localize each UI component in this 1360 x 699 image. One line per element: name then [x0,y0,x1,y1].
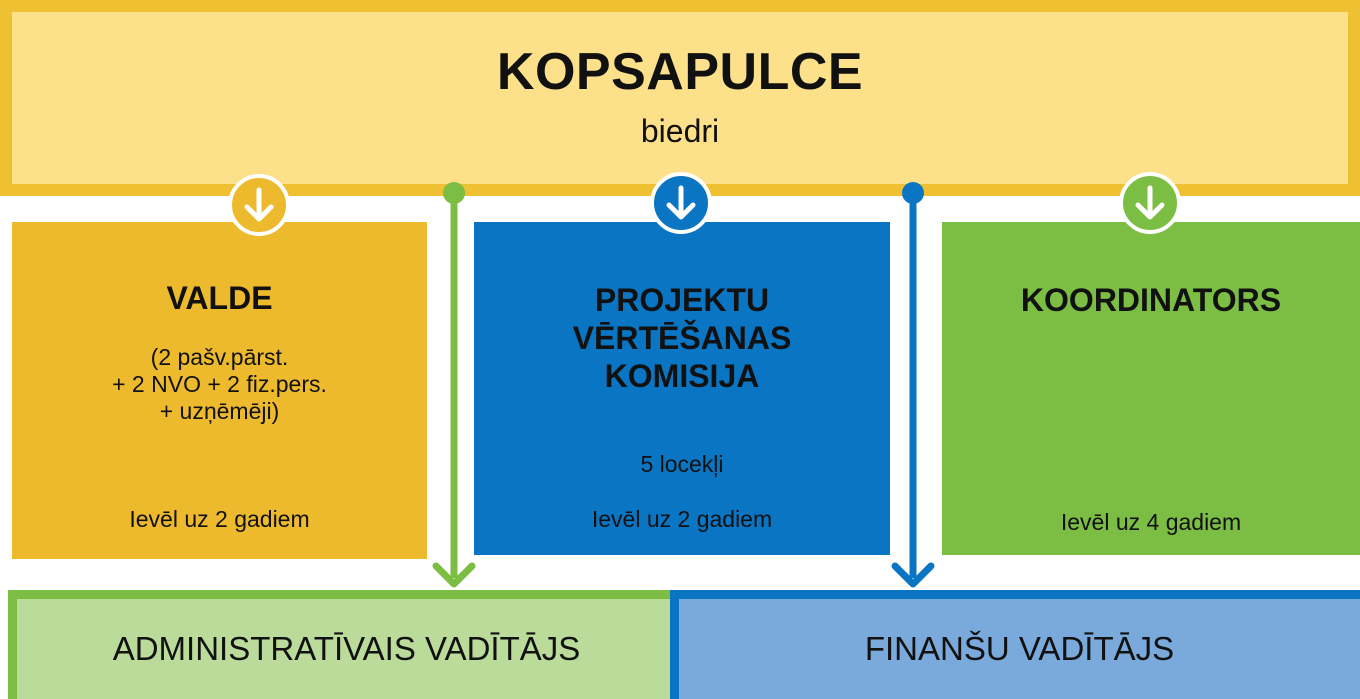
arrow-down-circle-icon [1119,172,1181,234]
board-term: Ievēl uz 2 gadiem [129,506,310,532]
arrow-down-icon [1135,185,1165,220]
finance-manager-label: FINANŠU VADĪTĀJS [864,630,1175,667]
blue-connector [891,182,935,588]
arrow-down-icon [666,185,696,220]
general-meeting-title: KOPSAPULCE [496,43,864,101]
arrow-down-circle-icon [228,174,290,236]
general-meeting-subtitle: biedri [640,113,720,149]
general-meeting-band [0,0,1360,196]
coordinator-term: Ievēl uz 4 gadiem [1060,509,1242,535]
board-members-line2: + 2 NVO + 2 fiz.pers. [112,371,327,397]
committee-title-line2: VĒRTĒŠANAS [572,320,792,356]
board-members-line3: + uzņēmēji) [159,398,280,424]
finance-manager-box: FINANŠU VADĪTĀJS [670,590,1360,699]
coordinator-box: KOORDINATORS Ievēl uz 4 gadiem [942,222,1360,555]
administrative-manager-label: ADMINISTRATĪVAIS VADĪTĀJS [112,630,581,667]
evaluation-committee-box: PROJEKTU VĒRTĒŠANAS KOMISIJA 5 locekļi I… [474,222,890,555]
board-members-line1: (2 pašv.pārst. [150,344,289,370]
coordinator-title: KOORDINATORS [1020,282,1282,318]
board-box: VALDE (2 pašv.pārst. + 2 NVO + 2 fiz.per… [12,222,427,559]
arrow-down-icon [244,187,274,222]
green-connector [432,182,476,588]
committee-term: Ievēl uz 2 gadiem [591,506,773,532]
committee-title-line3: KOMISIJA [604,358,760,394]
administrative-manager-box: ADMINISTRATĪVAIS VADĪTĀJS [8,590,676,699]
committee-title-line1: PROJEKTU [594,282,770,318]
board-title: VALDE [166,280,273,316]
arrow-down-circle-icon [650,172,712,234]
committee-members: 5 locekļi [640,451,724,477]
